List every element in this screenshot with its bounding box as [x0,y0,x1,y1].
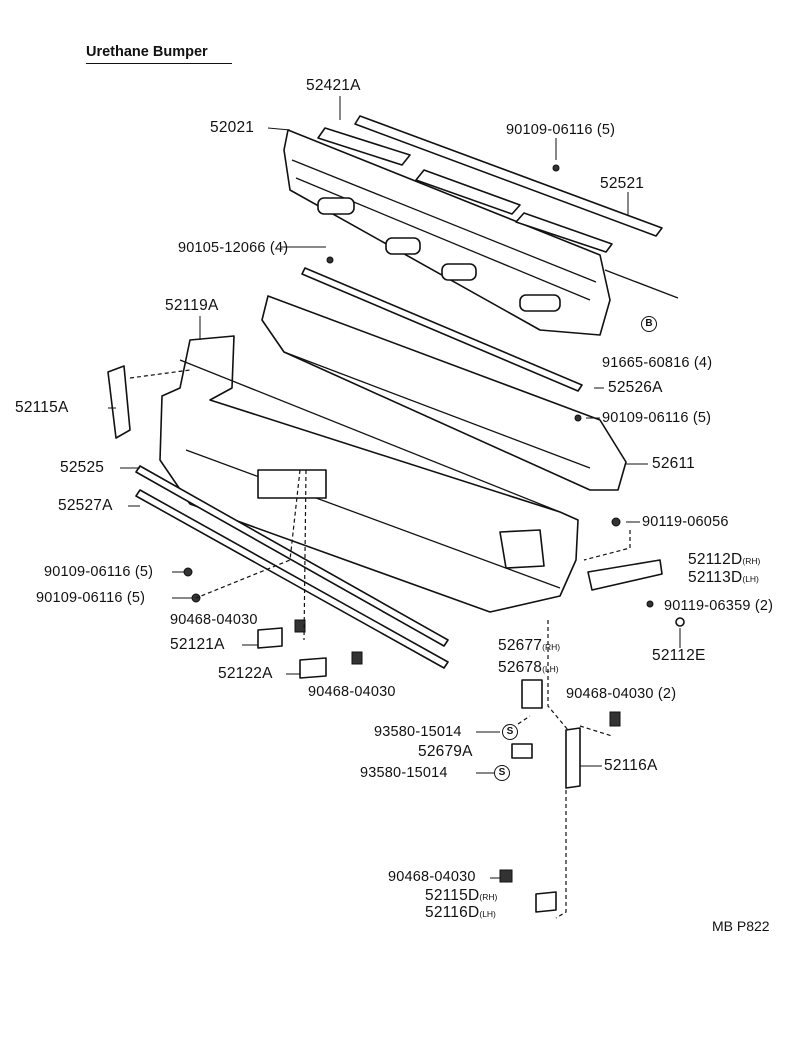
part-label-90109-06116-mid: 90109-06116 (5) [602,410,712,426]
retainer-strip [301,115,679,392]
leader-lines [108,96,681,879]
circle-mark-b: B [641,316,657,332]
circle-mark-s-2: S [494,765,510,781]
small-brackets [257,619,363,679]
part-label-52527a: 52527A [58,497,113,514]
part-label-90119-06056: 90119-06056 [642,514,729,530]
part-label-52119a: 52119A [165,297,219,314]
part-label-52112d: 52112D(RH) [688,551,761,568]
bumper-cover [261,295,627,491]
part-label-91665-60816: 91665-60816 (4) [602,355,713,371]
part-label-52421a: 52421A [306,77,361,94]
part-label-93580-15014-b: 93580-15014 [360,765,448,781]
part-label-52116a: 52116A [604,757,658,774]
part-label-52611: 52611 [652,455,695,472]
part-label-90468-04030-b: 90468-04030 [308,684,396,700]
part-label-52526a: 52526A [608,379,663,396]
lower-right-parts [499,679,621,913]
part-label-52521: 52521 [600,175,645,192]
part-label-90109-06116-left1: 90109-06116 (5) [44,564,154,580]
title-underline [86,63,232,64]
part-label-52525: 52525 [60,459,105,476]
bumper-face [159,335,579,613]
lower-moulding [135,465,449,669]
part-label-52116d: 52116D(LH) [425,904,496,921]
part-label-52679a: 52679A [418,743,473,760]
right-side-bracket [587,559,663,591]
diagram-title: Urethane Bumper [86,44,208,60]
bumper-reinforcement [283,127,613,336]
part-label-90468-04030-d: 90468-04030 [388,869,476,885]
circle-mark-s-1: S [502,724,518,740]
diagram-code: MB P822 [712,918,770,934]
part-label-52678: 52678(LH) [498,659,559,676]
part-label-93580-15014-a: 93580-15014 [374,724,462,740]
part-label-90109-06116-left2: 90109-06116 (5) [36,590,146,606]
alignment-lines [129,369,631,919]
part-label-52112e: 52112E [652,647,706,664]
part-label-52115d: 52115D(RH) [425,887,498,904]
part-label-90109-06116-top: 90109-06116 (5) [506,122,616,138]
part-label-90119-06359: 90119-06359 (2) [664,598,774,614]
part-label-52113d: 52113D(LH) [688,569,759,586]
part-label-52115a: 52115A [15,399,69,416]
part-label-90105-12066: 90105-12066 (4) [178,240,289,256]
part-label-52122a: 52122A [218,665,273,682]
left-side-bracket [107,365,131,439]
part-label-52121a: 52121A [170,636,225,653]
part-label-52677: 52677(RH) [498,637,561,654]
part-label-90468-04030-a: 90468-04030 [170,612,258,628]
part-label-52021: 52021 [210,119,255,136]
part-label-90468-04030-c: 90468-04030 (2) [566,686,677,702]
